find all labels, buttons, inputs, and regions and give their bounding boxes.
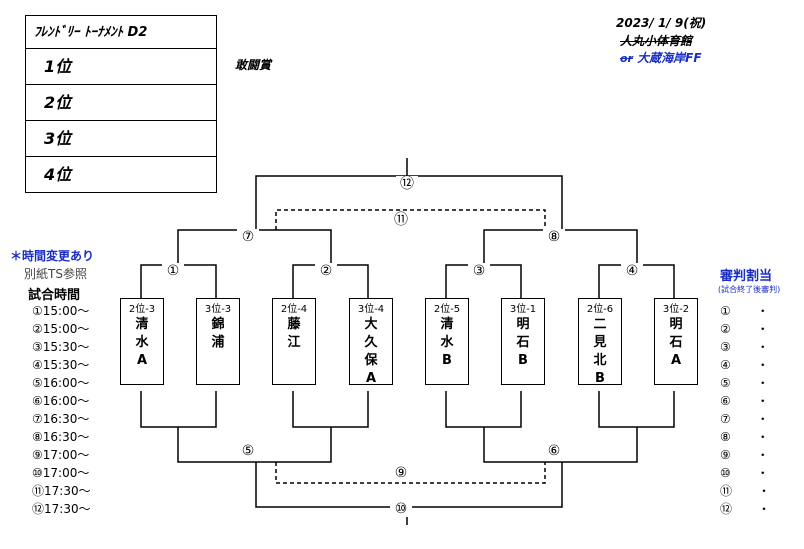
referee-row: ⑨・ — [720, 448, 769, 462]
referee-row: ⑤・ — [720, 376, 769, 390]
schedule-row: ⑧16:30〜 — [32, 430, 90, 444]
team-box: 3位-3 錦浦 — [196, 298, 240, 385]
award-label: 敢闘賞 — [235, 58, 272, 72]
schedule-row: ⑩17:00〜 — [32, 466, 90, 480]
team-seed: 3位-3 — [204, 304, 232, 315]
schedule-heading: 試合時間 — [28, 288, 81, 303]
team-seed: 2位-5 — [433, 304, 461, 315]
venue-alt: 大蔵海岸FF — [637, 51, 702, 65]
venue-alt-line: or 大蔵海岸FF — [620, 49, 702, 66]
rank-4th: 4位 — [44, 165, 72, 184]
referee-row: ③・ — [720, 340, 769, 354]
schedule-row: ⑤16:00〜 — [32, 376, 90, 390]
team-name: 錦浦 — [211, 317, 225, 350]
event-date: 2023/ 1/ 9(祝) — [616, 16, 707, 30]
ranking-title: ﾌﾚﾝﾄﾞﾘｰ ﾄｰﾅﾒﾝﾄ D2 — [26, 16, 216, 49]
schedule-note-sub: 別紙TS参照 — [24, 267, 87, 281]
match-9-number: ⑨ — [390, 465, 412, 481]
schedule-row: ⑨17:00〜 — [32, 448, 90, 462]
referee-row: ⑥・ — [720, 394, 769, 408]
referee-row: ①・ — [720, 304, 769, 318]
match-5-number: ⑤ — [237, 443, 259, 459]
referee-row: ⑦・ — [720, 412, 769, 426]
match-4-number: ④ — [621, 263, 643, 279]
team-seed: 3位-4 — [357, 304, 385, 315]
team-seed: 3位-1 — [509, 304, 537, 315]
schedule-note: ＊時間変更あり — [10, 249, 95, 263]
venue-struck: 人丸小体育館 — [620, 34, 693, 48]
schedule-row: ③15:30〜 — [32, 340, 90, 354]
referee-row: ⑪・ — [720, 484, 771, 498]
referee-row: ⑧・ — [720, 430, 769, 444]
match-10-number: ⑩ — [390, 501, 412, 517]
match-8-number: ⑧ — [543, 229, 565, 245]
rank-1st: 1位 — [26, 49, 216, 85]
match-3-number: ③ — [468, 263, 490, 279]
referee-sub: (試合終了後審判) — [718, 285, 781, 294]
schedule-row: ②15:00〜 — [32, 322, 90, 336]
referee-row: ⑩・ — [720, 466, 769, 480]
match-11-number: ⑪ — [390, 212, 412, 228]
schedule-row: ⑥16:00〜 — [32, 394, 90, 408]
rank-2nd: 2位 — [26, 85, 216, 121]
team-name: 藤江 — [287, 317, 301, 350]
team-seed: 2位-3 — [128, 304, 156, 315]
match-12-number: ⑫ — [396, 176, 418, 192]
schedule-row: ④15:30〜 — [32, 358, 90, 372]
match-2-number: ② — [315, 263, 337, 279]
team-seed: 2位-4 — [280, 304, 308, 315]
schedule-row: ⑫17:30〜 — [32, 502, 91, 516]
schedule-row: ①15:00〜 — [32, 304, 90, 318]
venue-or: or — [620, 52, 633, 65]
referee-row: ④・ — [720, 358, 769, 372]
team-box: 2位-4 藤江 — [272, 298, 316, 385]
rank-3rd: 3位 — [26, 121, 216, 157]
schedule-row: ⑪17:30〜 — [32, 484, 91, 498]
schedule-row: ⑦16:30〜 — [32, 412, 90, 426]
referee-heading: 審判割当 — [720, 269, 773, 284]
match-1-number: ① — [162, 263, 184, 279]
team-seed: 3位-2 — [662, 304, 690, 315]
ranking-table: ﾌﾚﾝﾄﾞﾘｰ ﾄｰﾅﾒﾝﾄ D2 1位 2位 3位 4位 — [25, 15, 217, 193]
referee-row: ②・ — [720, 322, 769, 336]
match-6-number: ⑥ — [543, 443, 565, 459]
team-seed: 2位-6 — [586, 304, 614, 315]
referee-row: ⑫・ — [720, 502, 771, 516]
match-7-number: ⑦ — [237, 229, 259, 245]
